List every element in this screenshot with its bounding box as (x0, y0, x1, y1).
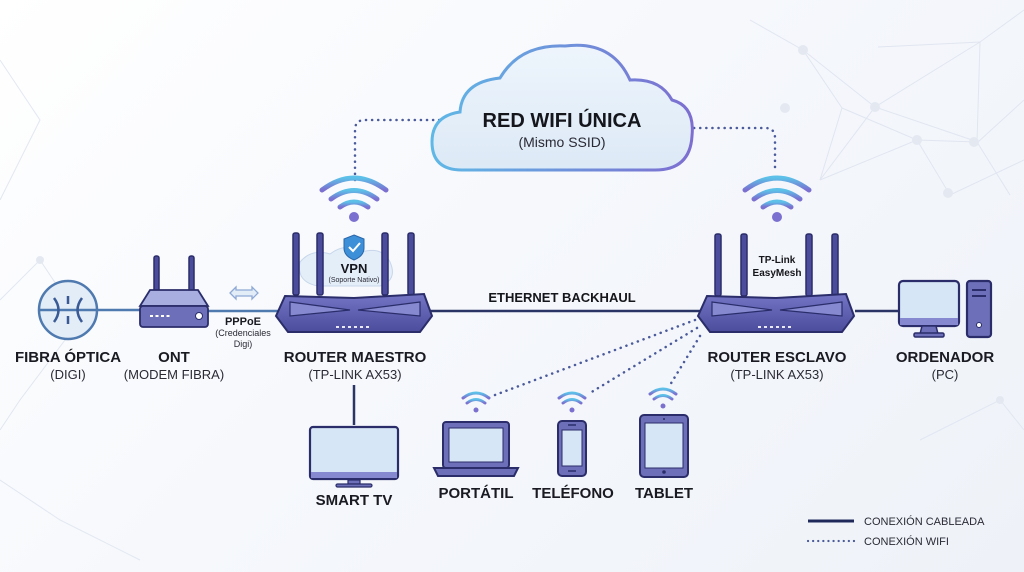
wifi-link-slave-cloud (686, 126, 777, 174)
pppoe-detail-2: Digi) (234, 339, 253, 349)
cloud-subtitle: (Mismo SSID) (518, 134, 605, 150)
vpn-shield-icon (343, 234, 365, 261)
wifi-link-slave-phone (588, 326, 699, 395)
legend-wired-label: CONEXIÓN CABLEADA (864, 515, 985, 528)
easymesh-label-2: EasyMesh (753, 268, 802, 279)
exchange-arrows-icon (229, 285, 259, 301)
router-slave-label: ROUTER ESCLAVO (708, 349, 847, 366)
wifi-cloud: RED WIFI ÚNICA (Mismo SSID) (430, 43, 694, 172)
ont-label: ONT (158, 349, 190, 366)
smart-tv-label: SMART TV (316, 492, 393, 509)
router-master-label: ROUTER MAESTRO (284, 349, 427, 366)
tv-icon (308, 425, 400, 488)
router-icon (696, 233, 856, 333)
phone-wifi-icon (557, 391, 587, 413)
modem-icon (138, 255, 210, 328)
wifi-link-slave-tablet (668, 334, 702, 387)
smartphone-icon (557, 420, 587, 477)
router-slave-sublabel: (TP-LINK AX53) (730, 367, 823, 382)
laptop-icon (432, 421, 520, 477)
router-slave-wifi-icon (742, 175, 812, 222)
pppoe-detail-1: (Credenciales (215, 328, 271, 338)
tablet-icon (639, 414, 689, 478)
vpn-label: VPN (341, 261, 368, 276)
router-icon (274, 232, 434, 333)
laptop-wifi-icon (461, 391, 491, 413)
backhaul-label: ETHERNET BACKHAUL (488, 290, 635, 305)
background-mesh (0, 9, 1024, 561)
router-master-sublabel: (TP-LINK AX53) (308, 367, 401, 382)
fiber-optic-icon (37, 279, 99, 341)
tablet-label: TABLET (635, 485, 693, 502)
pppoe-label: PPPoE (225, 316, 261, 328)
laptop-label: PORTÁTIL (439, 485, 514, 502)
wifi-link-slave-laptop (493, 318, 697, 397)
vpn-sublabel: (Soporte Nativo) (329, 277, 380, 284)
cloud-title: RED WIFI ÚNICA (483, 108, 642, 132)
wifi-link-master-cloud (353, 118, 442, 182)
desktop-computer-icon (897, 279, 993, 339)
phone-label: TELÉFONO (532, 485, 614, 502)
tablet-wifi-icon (648, 387, 678, 409)
router-master-wifi-icon (319, 175, 389, 222)
pc-sublabel: (PC) (932, 367, 959, 382)
legend-wifi-label: CONEXIÓN WIFI (864, 535, 949, 548)
pc-label: ORDENADOR (896, 349, 995, 366)
fiber-sublabel: (DIGI) (50, 367, 85, 382)
wired-connections (98, 308, 900, 425)
easymesh-label-1: TP-Link (759, 255, 796, 266)
ont-sublabel: (MODEM FIBRA) (124, 367, 224, 382)
legend: CONEXIÓN CABLEADA CONEXIÓN WIFI (806, 515, 985, 548)
fiber-label: FIBRA ÓPTICA (15, 348, 121, 366)
background-mesh-nodes (36, 45, 1004, 404)
wifi-connections (353, 118, 777, 397)
